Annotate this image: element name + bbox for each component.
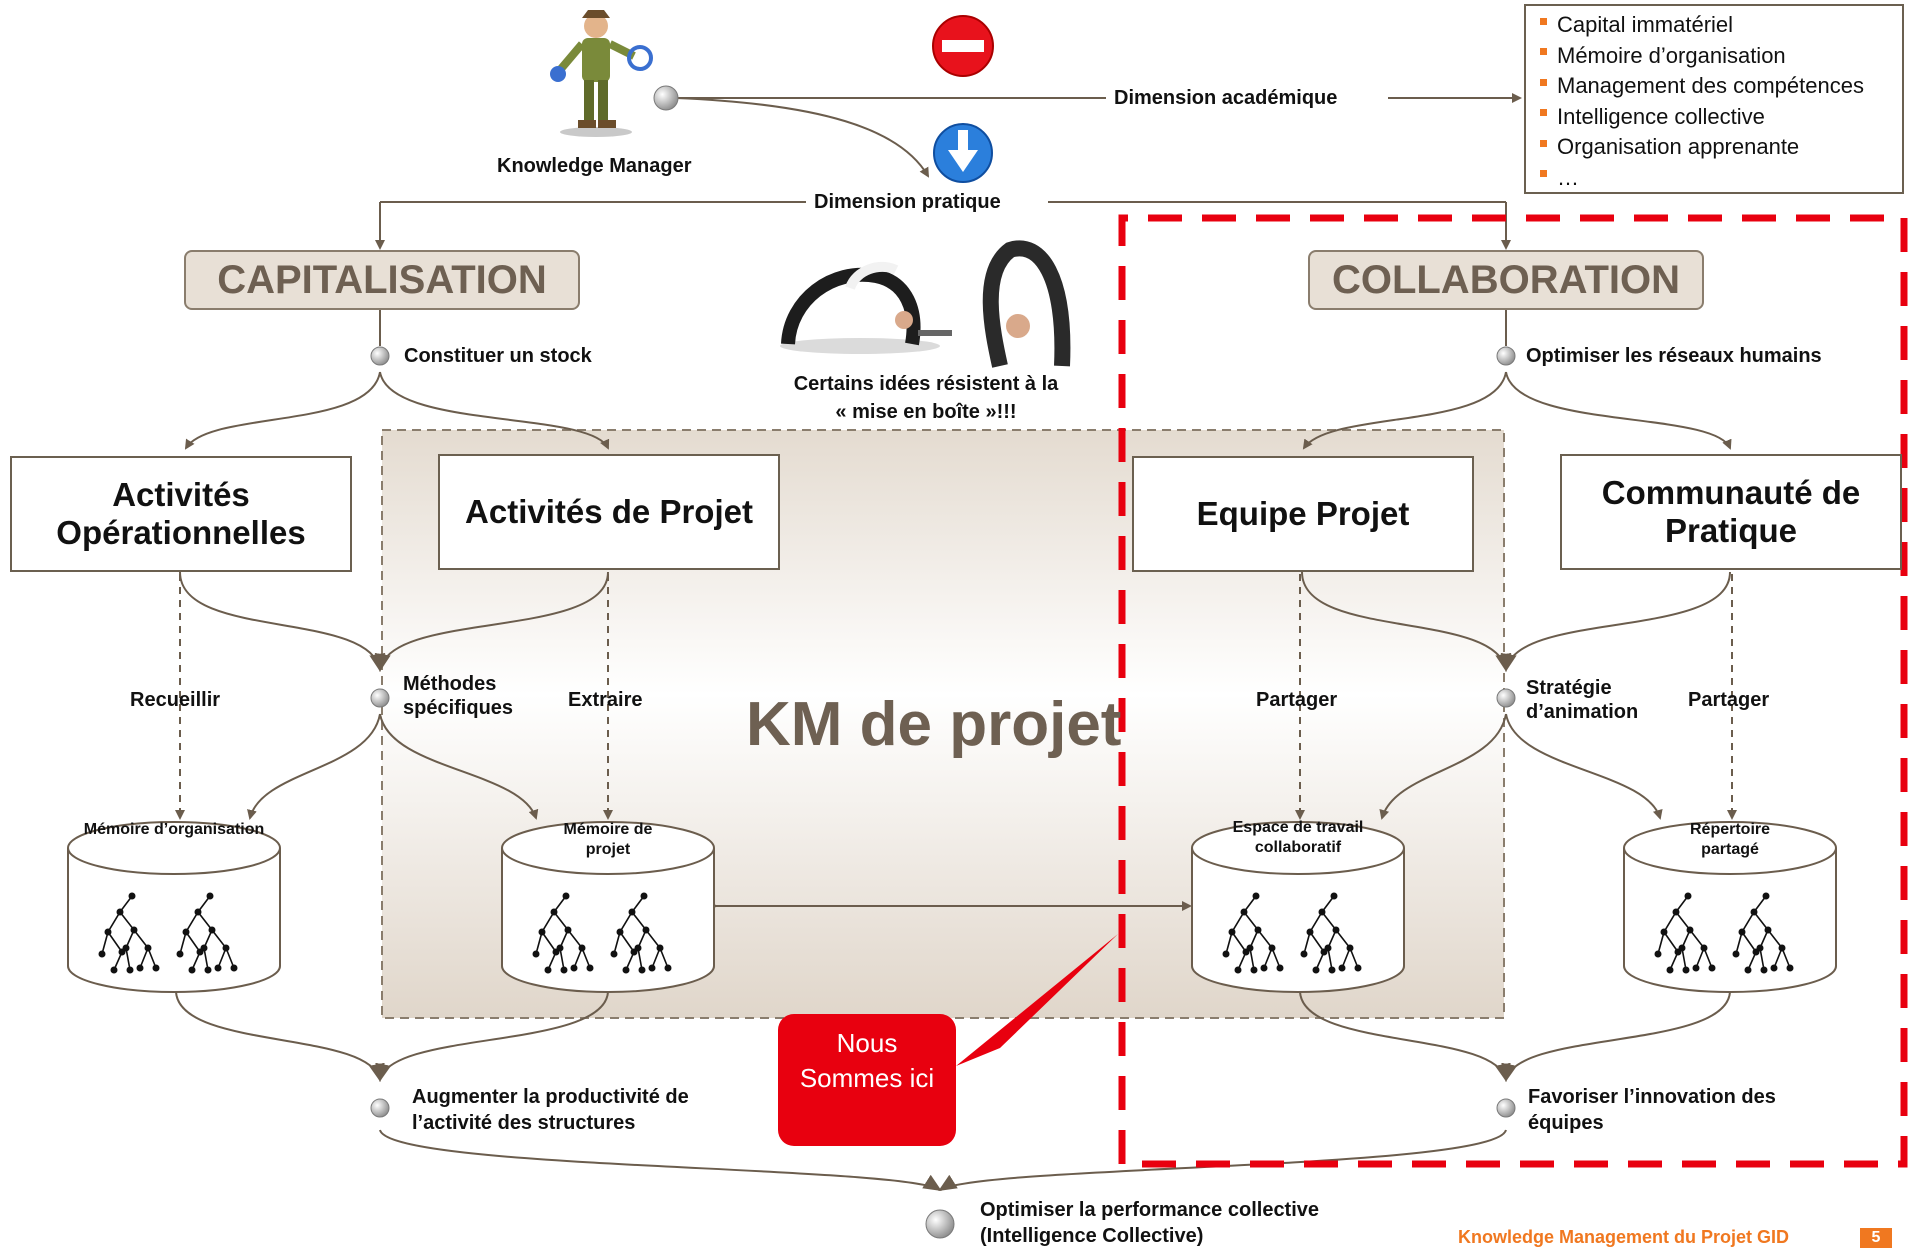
dot-favoriser [1496, 1098, 1516, 1118]
legend-item-label: … [1557, 164, 1579, 190]
activites-projet-box: Activités de Projet [438, 454, 780, 570]
knowledge-manager-figure-icon [550, 10, 653, 137]
extraire-label: Extraire [568, 689, 643, 711]
bullet-icon [1540, 170, 1547, 178]
legend-item: Organisation apprenante [1540, 132, 1902, 163]
cylinder-espace-travail [1191, 821, 1405, 993]
memoire-organisation-label: Mémoire d’organisation [83, 821, 265, 838]
dimension-pratique-label: Dimension pratique [810, 190, 1005, 214]
capitalisation-title: CAPITALISATION [184, 250, 580, 310]
cylinder-repertoire-partage [1623, 821, 1837, 993]
dot-constituer [370, 346, 390, 366]
bullet-icon [1540, 17, 1547, 25]
bullet-icon [1540, 139, 1547, 147]
cylinder-memoire-organisation [67, 821, 281, 993]
focus-dashed-frame [1118, 214, 1908, 1168]
dot-augmenter [370, 1098, 390, 1118]
optimiser-reseaux-label: Optimiser les réseaux humains [1526, 345, 1822, 367]
dot-strategie [1496, 688, 1516, 708]
repertoire-partage-label: Répertoire partagé [1689, 821, 1771, 858]
bullet-icon [1540, 48, 1547, 56]
recueillir-label: Recueillir [130, 689, 221, 711]
strategie-animation-label: Stratégie d’animation [1526, 677, 1639, 723]
equipe-projet-box: Equipe Projet [1132, 456, 1474, 572]
legend-item: Mémoire d’organisation [1540, 41, 1902, 72]
dot-final [925, 1209, 955, 1239]
page-number: 5 [1871, 1229, 1881, 1246]
legend-item: Management des compétences [1540, 71, 1902, 102]
nous-sommes-ici-label: Nous Sommes ici [799, 1028, 935, 1093]
partager-left-label: Partager [1256, 689, 1338, 711]
dot-km [653, 85, 679, 111]
methodes-specifiques-label: Méthodes spécifiques [403, 673, 514, 719]
legend-item: Intelligence collective [1540, 102, 1902, 133]
partager-right-label: Partager [1688, 689, 1770, 711]
legend-item: … [1540, 163, 1902, 194]
cylinder-memoire-projet [501, 821, 715, 993]
dot-methodes [370, 688, 390, 708]
quote-label: Certains idées résistent à la « mise en … [793, 373, 1059, 423]
legend-item-label: Intelligence collective [1557, 103, 1765, 129]
legend-item-label: Management des compétences [1557, 73, 1864, 98]
legend-item-label: Capital immatériel [1557, 12, 1734, 37]
dot-optimiser [1496, 346, 1516, 366]
legend-item: Capital immatériel [1540, 10, 1902, 41]
callout-bubble [778, 934, 1118, 1146]
footer-title: Knowledge Management du Projet GID [1458, 1227, 1790, 1247]
espace-travail-label: Espace de travail collaboratif [1232, 819, 1364, 856]
final-goal-label: Optimiser la performance collective (Int… [980, 1199, 1320, 1247]
dimension-academique-label: Dimension académique [1110, 86, 1342, 110]
bullet-icon [1540, 109, 1547, 117]
activites-operationnelles-box: Activités Opérationnelles [10, 456, 352, 572]
communaute-pratique-box: Communauté de Pratique [1560, 454, 1902, 570]
stop-sign-icon [932, 15, 994, 77]
augmenter-productivite-label: Augmenter la productivité de l’activité … [412, 1086, 689, 1134]
knowledge-manager-label: Knowledge Manager [497, 155, 692, 177]
km-de-projet-title: KM de projet [746, 690, 1122, 759]
down-arrow-icon [933, 123, 993, 183]
legend-item-label: Mémoire d’organisation [1557, 42, 1786, 68]
bending-people-image [780, 240, 1071, 368]
bullet-icon [1540, 78, 1547, 86]
constituer-stock-label: Constituer un stock [404, 345, 592, 367]
favoriser-innovation-label: Favoriser l’innovation des équipes [1528, 1086, 1776, 1134]
collaboration-title: COLLABORATION [1308, 250, 1704, 310]
legend-item-label: Organisation apprenante [1557, 134, 1800, 159]
memoire-projet-label: Mémoire de projet [563, 821, 653, 858]
